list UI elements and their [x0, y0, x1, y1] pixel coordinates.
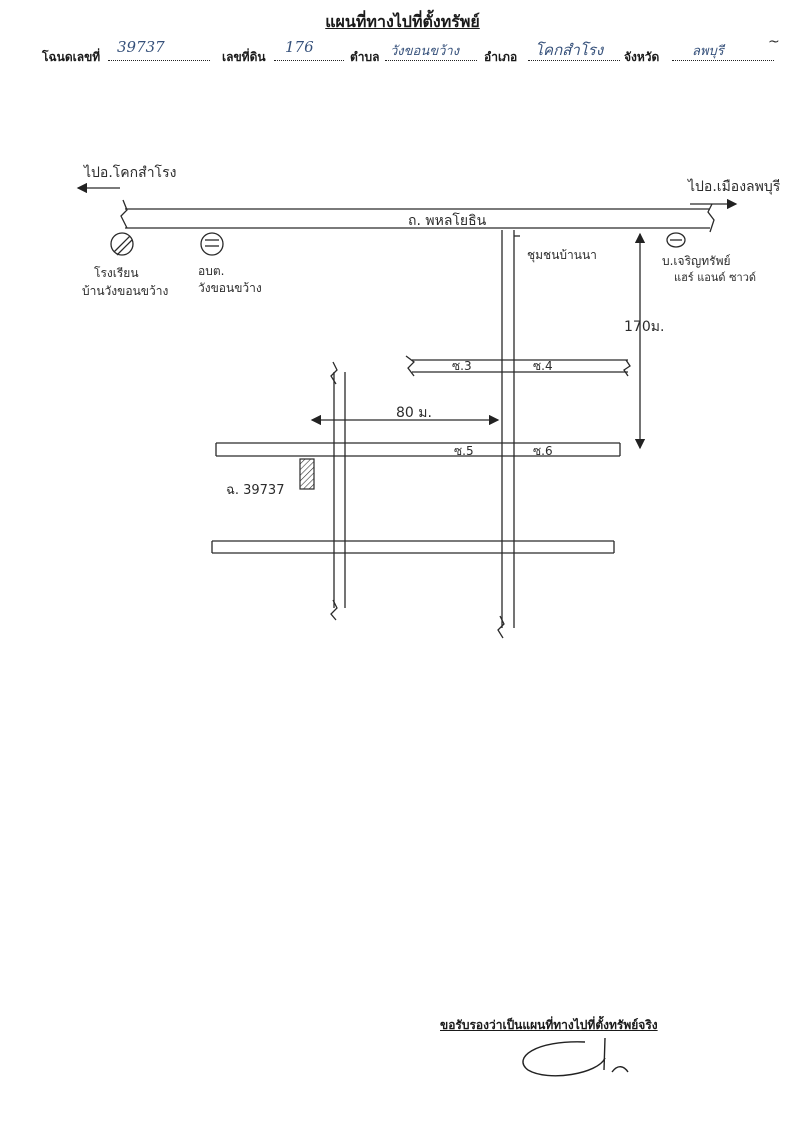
school-label-line2: บ้านวังขอนขว้าง	[82, 284, 169, 298]
to-mueang-lopburi-label: ไปอ.เมืองลพบุรี	[688, 179, 781, 195]
company-symbol	[666, 232, 686, 248]
certification-note: ขอรับรองว่าเป็นแผนที่ทางไปที่ตั้งทรัพย์จ…	[440, 1018, 658, 1032]
deed-number-dotted-line	[108, 60, 210, 61]
province-label: จังหวัด	[624, 50, 660, 64]
land-number-value: 176	[285, 38, 314, 56]
main-road	[120, 199, 715, 233]
subdistrict-value: วังขอนขว้าง	[390, 44, 460, 59]
soi-5-label: ซ.5	[454, 444, 474, 458]
district-dotted-line	[528, 60, 620, 61]
distance-170-label: 170ม.	[624, 319, 665, 335]
deed-number-label: โฉนดเลขที่	[42, 50, 101, 64]
school-label-line1: โรงเรียน	[94, 266, 139, 280]
sao-symbol	[200, 232, 224, 256]
header-dash-mark: ~	[768, 34, 780, 50]
company-label-line2: แฮร์ แอนด์ ซาวด์	[674, 271, 757, 284]
main-soi-road	[497, 230, 520, 639]
sao-label-line2: วังขอนขว้าง	[198, 281, 262, 295]
signature	[522, 1037, 629, 1077]
district-label: อำเภอ	[484, 50, 518, 64]
school-symbol	[110, 232, 134, 256]
province-dotted-line	[672, 60, 774, 61]
soi-4-label: ซ.4	[533, 359, 553, 373]
bottom-road	[211, 540, 615, 554]
parcel-location	[299, 458, 315, 490]
parcel-label: ฉ. 39737	[226, 483, 285, 498]
subdistrict-label: ตำบล	[350, 50, 380, 64]
soi-5-6-road	[215, 442, 621, 457]
province-value: ลพบุรี	[692, 44, 724, 59]
subdistrict-dotted-line	[385, 60, 477, 61]
land-number-label: เลขที่ดิน	[222, 50, 266, 64]
company-label-line1: บ.เจริญทรัพย์	[662, 254, 731, 268]
soi-3-label: ซ.3	[452, 359, 472, 373]
deed-number-value: 39737	[117, 38, 165, 56]
soi-3-4-road	[405, 355, 631, 377]
distance-80-label: 80 ม.	[396, 405, 432, 421]
village-label: ชุมชนบ้านนา	[527, 248, 597, 262]
district-value: โคกสำโรง	[535, 41, 604, 59]
to-khok-samrong-label: ไปอ.โคกสำโรง	[84, 165, 177, 181]
land-number-dotted-line	[274, 60, 344, 61]
main-road-label: ถ. พหลโยธิน	[408, 213, 487, 229]
soi-6-label: ซ.6	[533, 444, 553, 458]
left-vertical-road	[330, 361, 346, 621]
sao-label-line1: อบต.	[198, 264, 225, 278]
page-title: แผนที่ทางไปที่ตั้งทรัพย์	[325, 12, 480, 31]
